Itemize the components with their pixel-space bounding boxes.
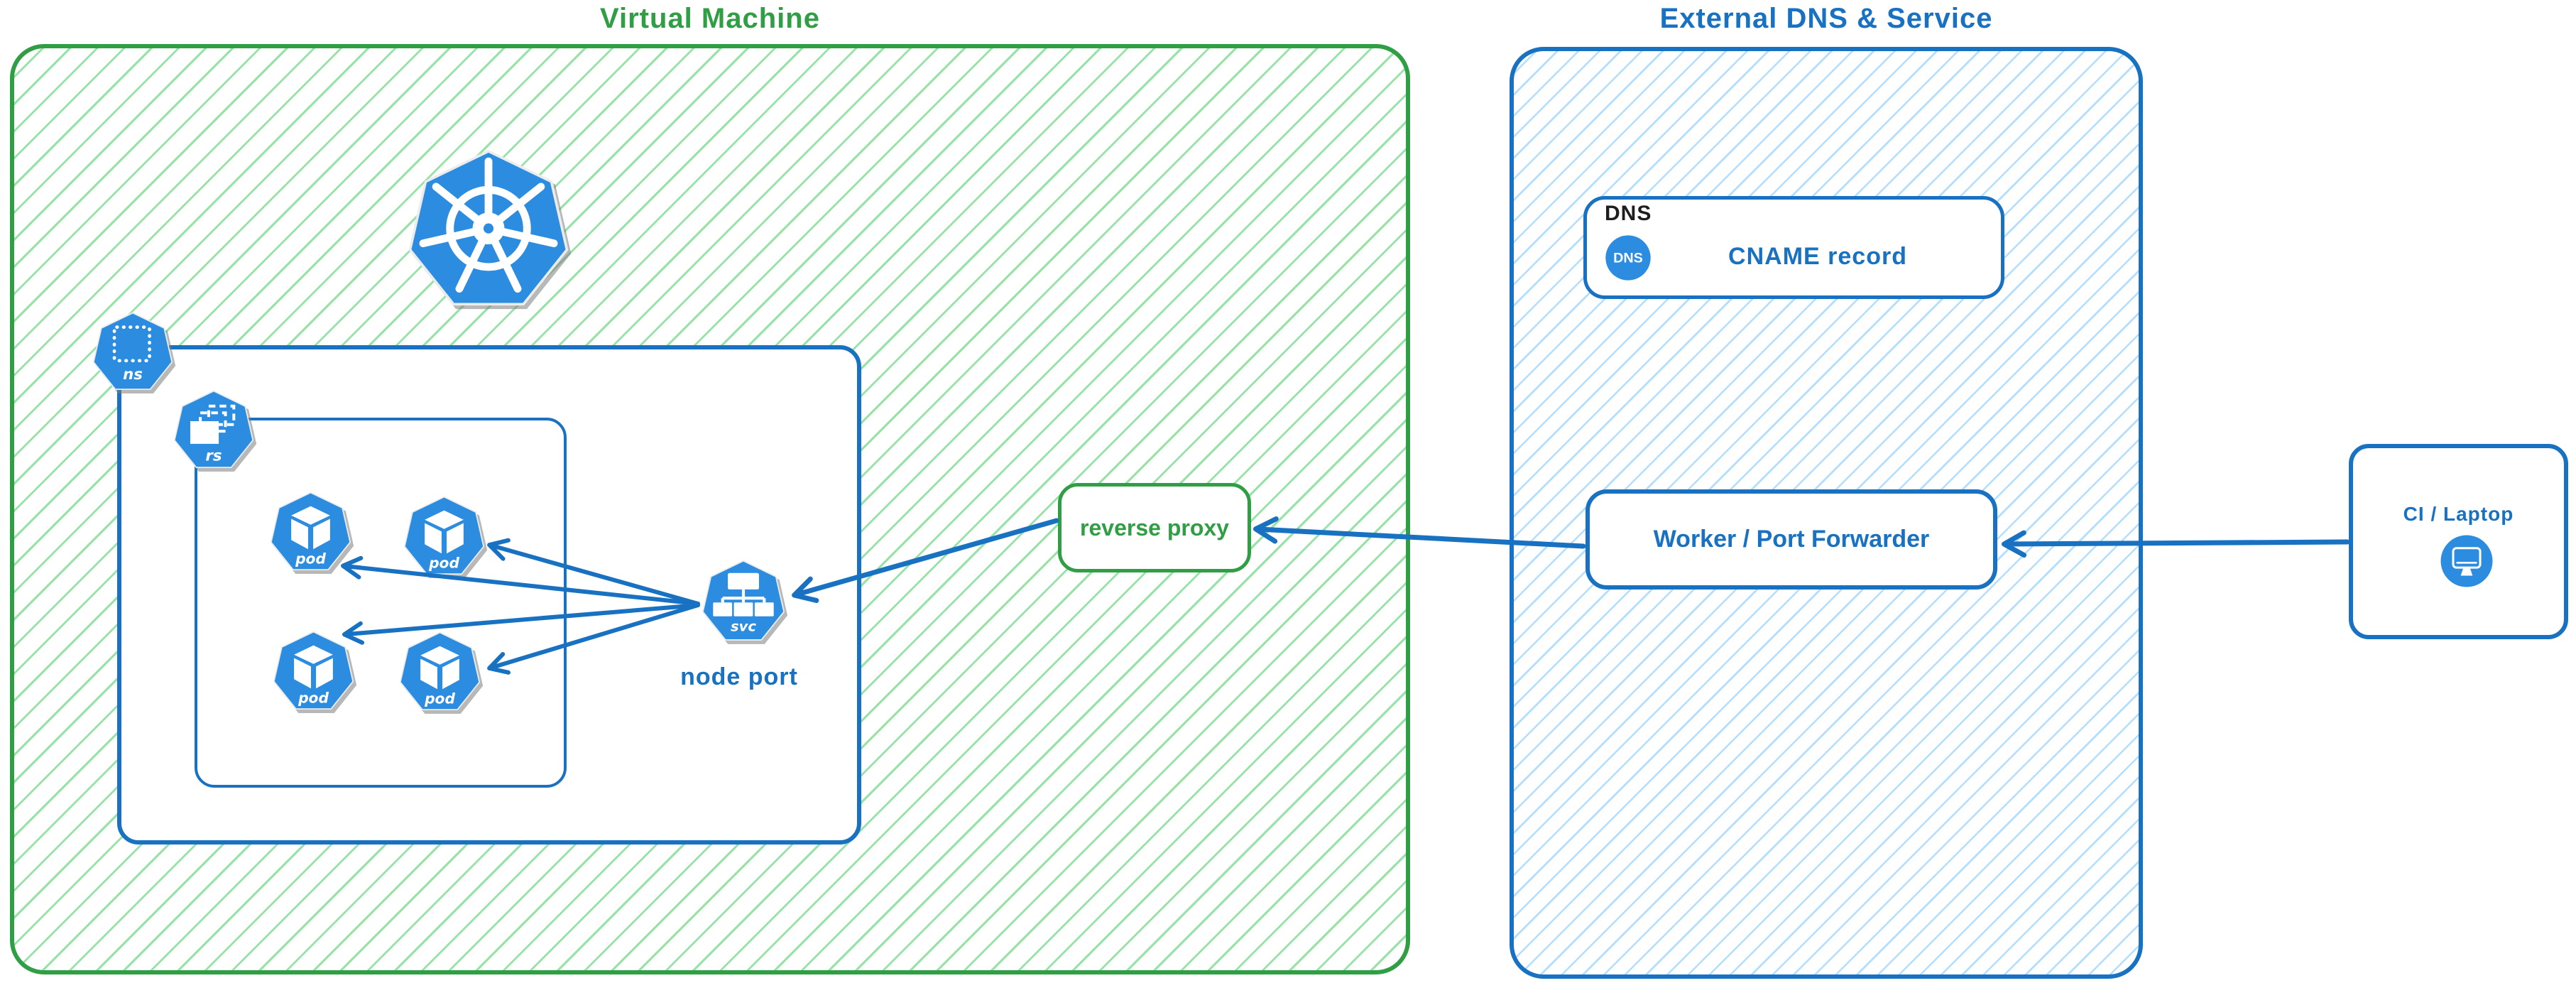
cname-record-label: CNAME record xyxy=(1728,243,1907,270)
worker-port-forwarder-box: Worker / Port Forwarder xyxy=(1586,489,1997,590)
pod-icon: pod xyxy=(399,631,481,710)
replicaset-icon: rs xyxy=(173,390,254,469)
pod-icon-label: pod xyxy=(424,690,455,707)
cube-glyph xyxy=(294,645,333,689)
service-tree-glyph xyxy=(713,572,774,617)
laptop-icon xyxy=(2440,535,2493,587)
replicaset-boundary xyxy=(195,418,567,788)
virtual-machine-title: Virtual Machine xyxy=(600,3,820,34)
cube-glyph xyxy=(420,646,459,690)
pod-icon-label: pod xyxy=(295,550,326,567)
pod-icon: pod xyxy=(403,496,485,575)
external-dns-service-title: External DNS & Service xyxy=(1659,3,1993,34)
ci-laptop-box xyxy=(2349,444,2568,639)
node-port-label: node port xyxy=(680,663,798,690)
cube-glyph xyxy=(425,510,464,554)
pod-icon: pod xyxy=(270,492,351,570)
worker-port-forwarder-label: Worker / Port Forwarder xyxy=(1653,526,1930,553)
replicaset-icon-label: rs xyxy=(205,447,222,465)
ci-laptop-label: CI / Laptop xyxy=(2403,503,2514,525)
dns-tag-label: DNS xyxy=(1605,202,1652,225)
namespace-icon: ns xyxy=(92,312,173,391)
reverse-proxy-label: reverse proxy xyxy=(1080,514,1229,541)
reverse-proxy-box: reverse proxy xyxy=(1058,483,1251,572)
cube-glyph xyxy=(291,506,330,550)
pod-icon-label: pod xyxy=(428,555,459,572)
dns-icon: DNS xyxy=(1605,235,1651,281)
service-icon-label: svc xyxy=(731,618,756,634)
namespace-icon-label: ns xyxy=(123,366,143,384)
dns-record-box xyxy=(1583,196,2004,299)
monitor-glyph xyxy=(2452,547,2482,576)
dotted-square-glyph xyxy=(112,325,151,363)
pod-icon-label: pod xyxy=(298,690,329,707)
service-icon: svc xyxy=(702,560,785,641)
pod-icon: pod xyxy=(273,631,354,710)
replicaset-rects-glyph xyxy=(190,404,236,444)
kubernetes-icon xyxy=(408,150,569,306)
dns-icon-label: DNS xyxy=(1613,251,1643,266)
